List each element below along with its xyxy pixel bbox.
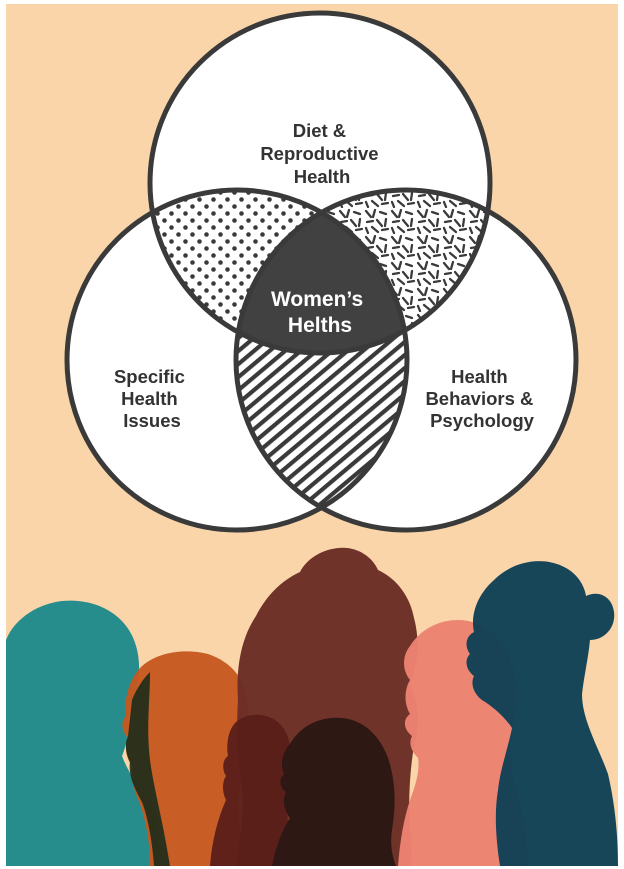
women-silhouettes bbox=[6, 547, 618, 866]
right-circle-outline bbox=[233, 187, 579, 533]
silhouette-dark-red-woman bbox=[210, 714, 296, 866]
left-circle-label: Specific Health Issues bbox=[114, 366, 190, 431]
silhouette-dark-green-shadow bbox=[125, 672, 170, 866]
right-circle-label: Health Behaviors & Psychology bbox=[425, 366, 538, 431]
top-circle-outline bbox=[147, 10, 493, 356]
left-circle-outline bbox=[64, 187, 410, 533]
top-circle-label: Diet & Reproductive Health bbox=[260, 120, 383, 187]
silhouette-dark-woman bbox=[272, 717, 396, 866]
silhouette-navy-woman-bun bbox=[466, 561, 618, 866]
center-label: Women’s Helths bbox=[271, 288, 369, 337]
silhouette-teal-woman-hijab bbox=[6, 600, 160, 866]
